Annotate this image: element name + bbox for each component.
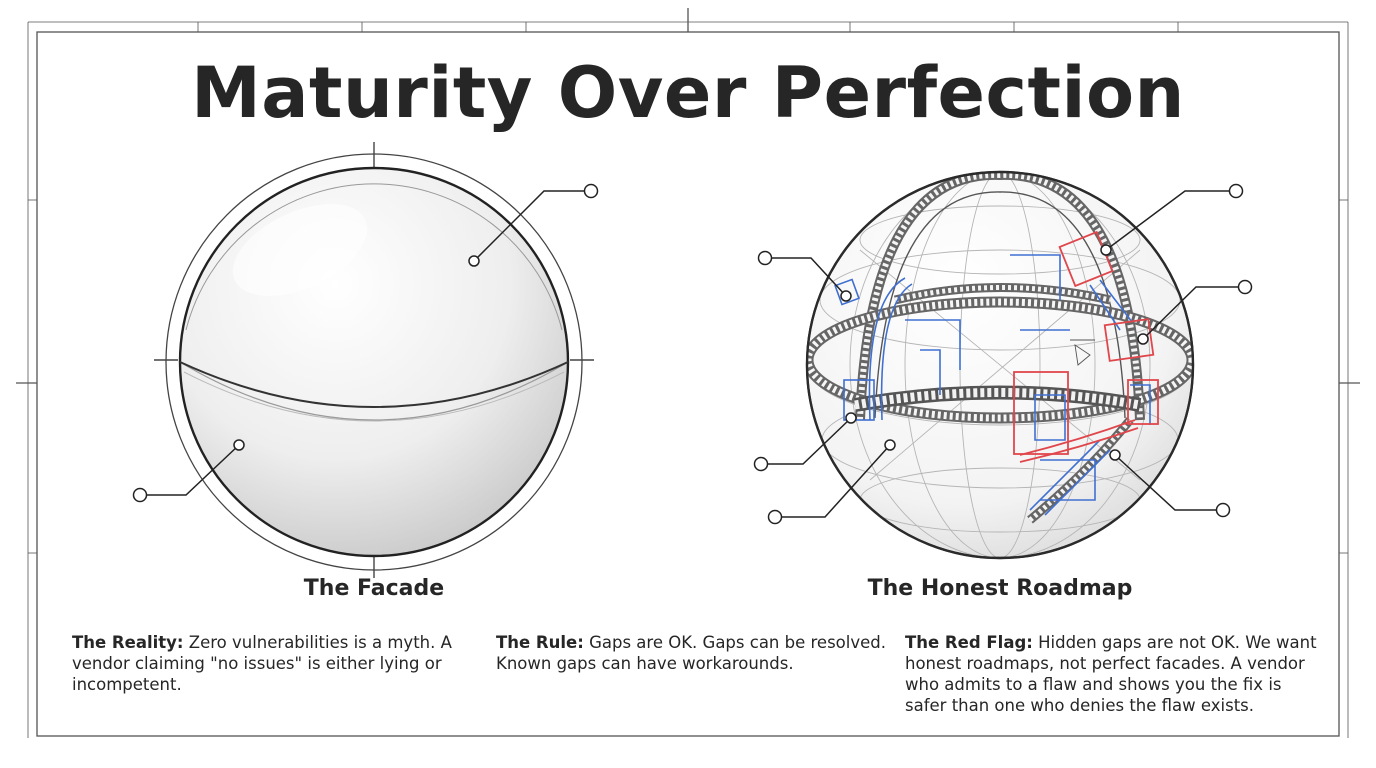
- red-flag-block: The Red Flag: Hidden gaps are not OK. We…: [905, 632, 1317, 716]
- reality-body: Zero vulnerabilities is a myth. A vendor…: [72, 633, 452, 694]
- facade-callouts: [132, 183, 599, 503]
- roadmap-callouts: [753, 183, 1253, 525]
- rule-block: The Rule: Gaps are OK. Gaps can be resol…: [496, 632, 886, 674]
- scaffolded-sphere-icon: [805, 170, 1195, 560]
- rule-heading: The Rule:: [496, 633, 584, 652]
- page-title: Maturity Over Perfection: [191, 52, 1185, 134]
- reality-block: The Reality: Zero vulnerabilities is a m…: [72, 632, 462, 695]
- roadmap-label: The Honest Roadmap: [867, 576, 1133, 601]
- page-frame: [16, 8, 1360, 738]
- facade-label: The Facade: [303, 576, 445, 601]
- rule-body: Gaps are OK. Gaps can be resolved. Known…: [496, 633, 886, 673]
- red-flag-body: Hidden gaps are not OK. We want honest r…: [905, 633, 1317, 715]
- reality-heading: The Reality:: [72, 633, 184, 652]
- red-flag-heading: The Red Flag:: [905, 633, 1033, 652]
